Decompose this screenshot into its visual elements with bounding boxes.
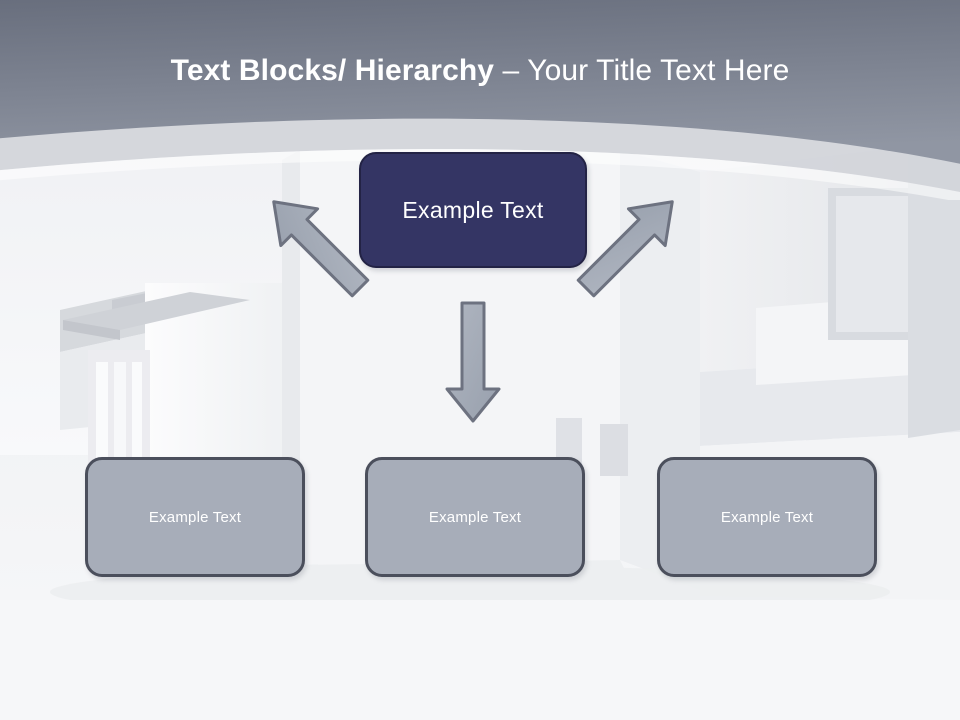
hierarchy-child-node-3-label: Example Text — [720, 508, 814, 526]
hierarchy-child-node-2[interactable]: Example Text — [365, 457, 585, 577]
hierarchy-child-node-2-label: Example Text — [428, 508, 522, 526]
hierarchy-child-node-1[interactable]: Example Text — [85, 457, 305, 577]
hierarchy-root-node-label: Example Text — [402, 196, 544, 223]
hierarchy-child-node-3[interactable]: Example Text — [657, 457, 877, 577]
hierarchy-root-node[interactable]: Example Text — [359, 152, 587, 268]
hierarchy-child-node-1-label: Example Text — [148, 508, 242, 526]
